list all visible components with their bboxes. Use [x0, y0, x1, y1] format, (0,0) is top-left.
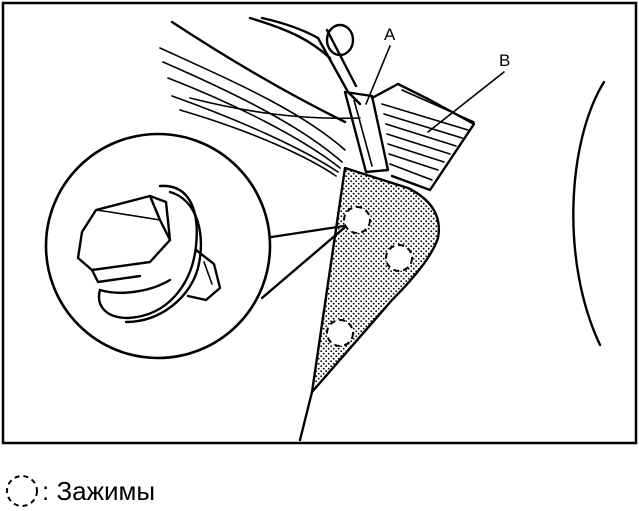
callout-b-label: B — [499, 51, 510, 70]
part-b-ribbed-trim — [370, 82, 476, 192]
callout-b: B — [427, 51, 510, 133]
clip-location-1 — [343, 206, 371, 234]
diagram-frame — [1, 1, 638, 445]
callout-a-label: A — [384, 25, 396, 44]
clip-location-3 — [326, 319, 354, 347]
clip-illustration — [76, 184, 222, 324]
dashboard-surface-lines — [159, 16, 361, 177]
detail-circle — [44, 132, 272, 360]
trim-panel — [298, 166, 441, 442]
detail-leader-lines — [260, 224, 346, 300]
legend-text: : Зажимы — [42, 476, 155, 506]
clip-location-2 — [385, 244, 413, 272]
clip-detail-view — [44, 132, 272, 360]
mounting-bracket — [260, 16, 390, 174]
trim-panel-shape — [310, 166, 441, 394]
callout-a: A — [365, 25, 396, 105]
legend: : Зажимы — [6, 475, 155, 507]
legend-dashed-circle-icon — [6, 475, 38, 507]
body-edge-curve — [572, 80, 606, 347]
